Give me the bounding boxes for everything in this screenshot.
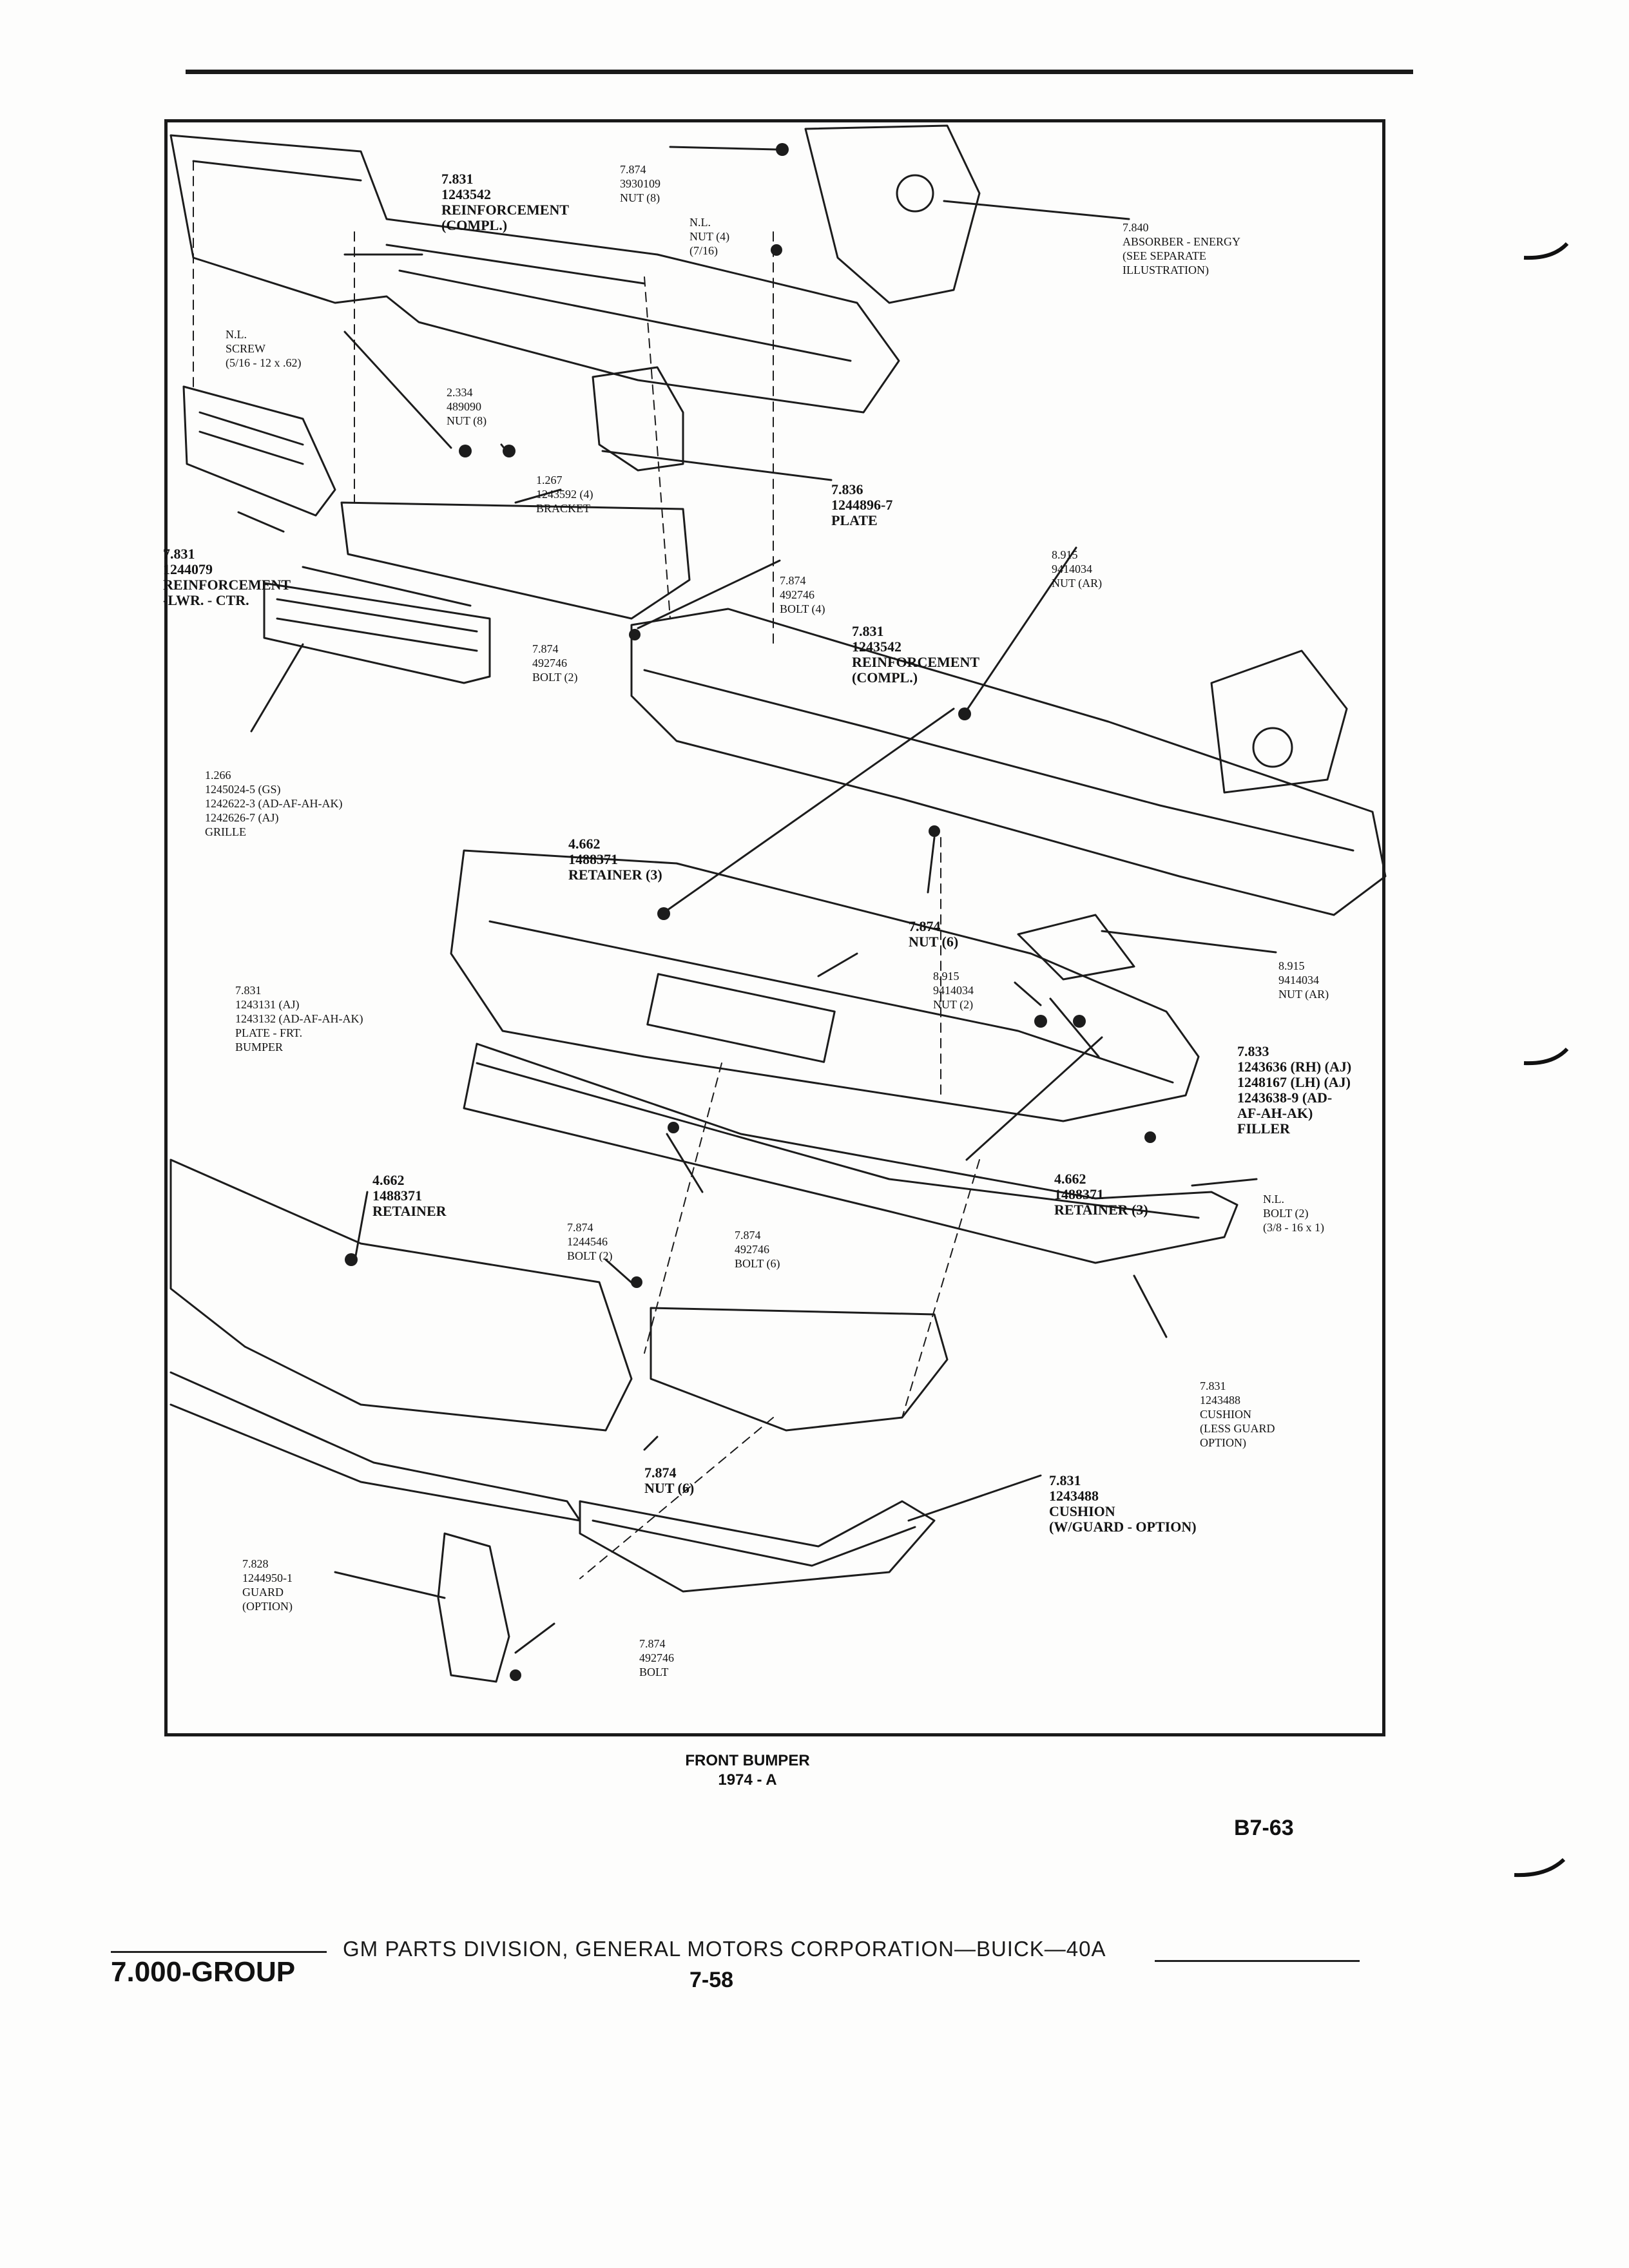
punch-mark-2 [1523,1047,1569,1066]
guard-part [437,1532,510,1683]
cushion-less-guard-part [463,1043,1239,1264]
bracket-part [340,501,691,620]
lower-bumper-plate-part [169,1158,633,1432]
caption-subtitle: 1974 - A [718,1771,777,1789]
group-rule [111,1951,327,1953]
upper-reinforcement-part [169,134,900,414]
filler-part [1017,914,1135,981]
plate-7836-part [592,366,684,472]
cushion-with-guard-part [579,1500,936,1593]
footer-rule [1155,1960,1360,1962]
page-code: B7-63 [1234,1816,1294,1840]
group-heading: 7.000-GROUP [111,1956,296,1988]
grille-part [263,582,491,684]
lower-reinforcement-part [182,385,336,517]
top-rule [186,70,1413,74]
label-nl-screw: N.L.SCREW(5/16 - 12 x .62) [226,328,302,369]
figure-caption: FRONT BUMPER 1974 - A [644,1751,851,1790]
energy-absorber-part [804,124,981,304]
diagram-frame [164,119,1385,1736]
label-nl-bolt: N.L.BOLT (2)(3/8 - 16 x 1) [1263,1193,1324,1234]
page-number: 7-58 [689,1968,734,1992]
front-bumper-plate-part [450,849,1200,1122]
punch-mark-3 [1514,1858,1566,1878]
punch-mark-1 [1523,242,1569,260]
publisher-line: GM PARTS DIVISION, GENERAL MOTORS CORPOR… [343,1937,1106,1961]
caption-title: FRONT BUMPER [685,1752,810,1769]
middle-reinforcement-part [630,608,1387,916]
label-nl-nut: N.L.NUT (4)(7/16) [689,216,730,257]
